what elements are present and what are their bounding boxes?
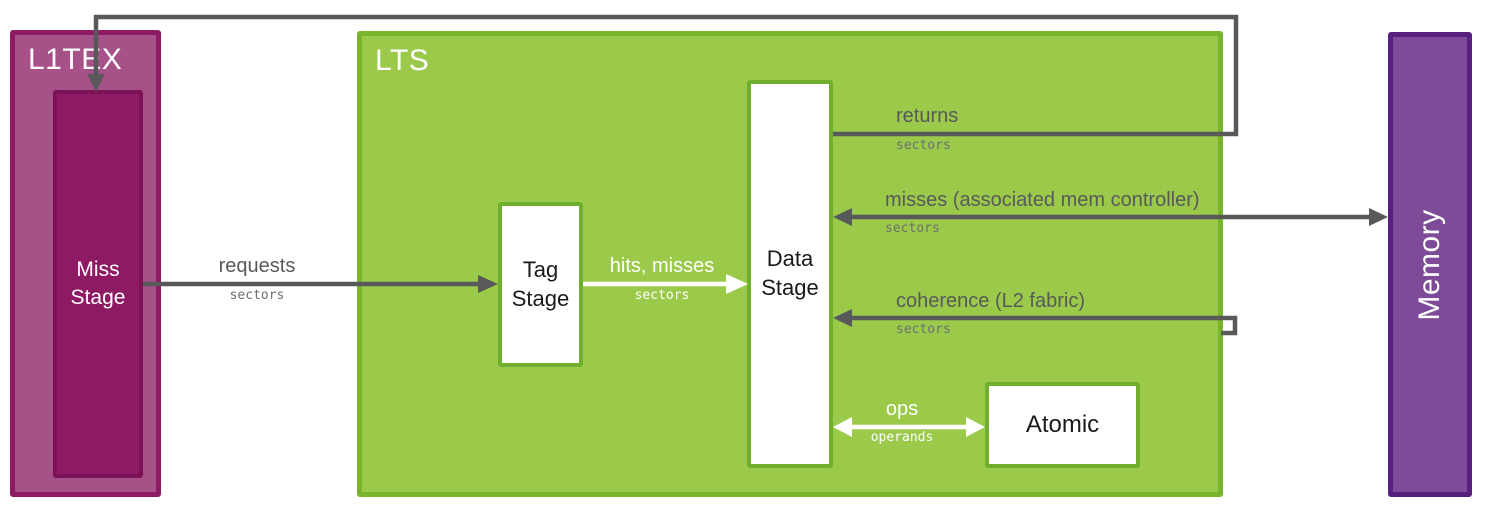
- ops-label: ops: [885, 398, 919, 420]
- ops-unit-label: operands: [870, 430, 934, 445]
- misses-unit-label: sectors: [885, 221, 940, 236]
- returns-label: returns: [896, 105, 959, 127]
- miss-stage-box: Miss Stage: [53, 90, 143, 478]
- tag-stage-label: Tag Stage: [511, 256, 570, 311]
- requests-label: requests: [218, 255, 296, 277]
- memory-block: Memory: [1388, 32, 1472, 497]
- l1tex-title: L1TEX: [28, 43, 123, 76]
- requests-unit-label: sectors: [229, 288, 285, 303]
- data-stage-box: Data Stage: [747, 80, 833, 468]
- tag-stage-box: Tag Stage: [498, 202, 583, 367]
- misses-label: misses (associated mem controller): [885, 189, 1200, 211]
- coherence-label: coherence (L2 fabric): [896, 290, 1085, 312]
- atomic-label: Atomic: [1025, 411, 1100, 439]
- hits-misses-unit-label: sectors: [634, 288, 690, 303]
- coherence-unit-label: sectors: [896, 322, 951, 337]
- atomic-box: Atomic: [985, 382, 1140, 468]
- miss-stage-label: Miss Stage: [70, 257, 126, 309]
- hits-misses-label: hits, misses: [609, 255, 715, 277]
- returns-unit-label: sectors: [896, 138, 951, 153]
- lts-title: LTS: [375, 44, 430, 77]
- memory-title: Memory: [1413, 208, 1446, 321]
- data-stage-label: Data Stage: [761, 246, 819, 300]
